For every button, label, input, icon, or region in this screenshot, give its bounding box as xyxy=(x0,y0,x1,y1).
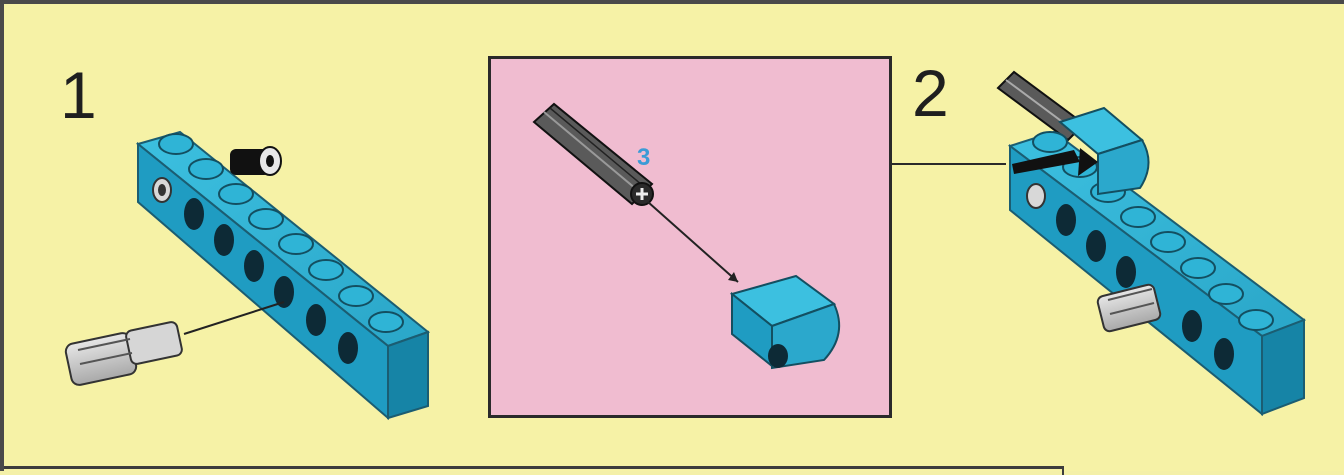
step1-black-connector xyxy=(230,147,281,175)
step-number-2: 2 xyxy=(912,60,949,126)
step-number-1: 1 xyxy=(60,62,97,128)
callout-insert-arrow xyxy=(648,202,738,282)
step1-grey-pin xyxy=(64,321,183,386)
step2-beam xyxy=(1010,132,1304,414)
callout-blue-connector xyxy=(732,276,839,368)
callout-axle xyxy=(534,104,653,205)
step1-insert-arrow xyxy=(184,302,284,334)
callout-step-label: 3 xyxy=(637,144,650,172)
instruction-illustration xyxy=(4,4,1344,475)
step1-beam xyxy=(138,132,428,418)
